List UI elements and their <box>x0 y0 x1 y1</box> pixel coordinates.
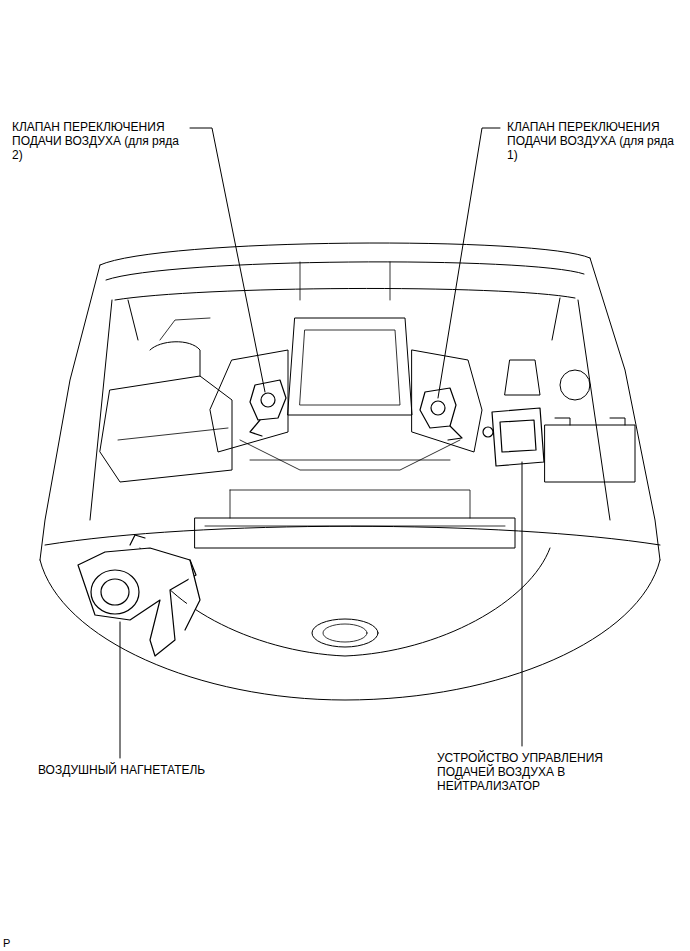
figure-code: P <box>3 936 10 950</box>
part-label: КЛАПАН ПЕРЕКЛЮЧЕНИЯ ПОДАЧИ ВОЗДУХА (для … <box>507 120 685 162</box>
part-label: УСТРОЙСТВО УПРАВЛЕНИЯ ПОДАЧЕЙ ВОЗДУХА В … <box>437 751 632 793</box>
part-label: КЛАПАН ПЕРЕКЛЮЧЕНИЯ ПОДАЧИ ВОЗДУХА (для … <box>12 120 192 162</box>
part-label: ВОЗДУШНЫЙ НАГНЕТАТЕЛЬ <box>38 763 205 777</box>
